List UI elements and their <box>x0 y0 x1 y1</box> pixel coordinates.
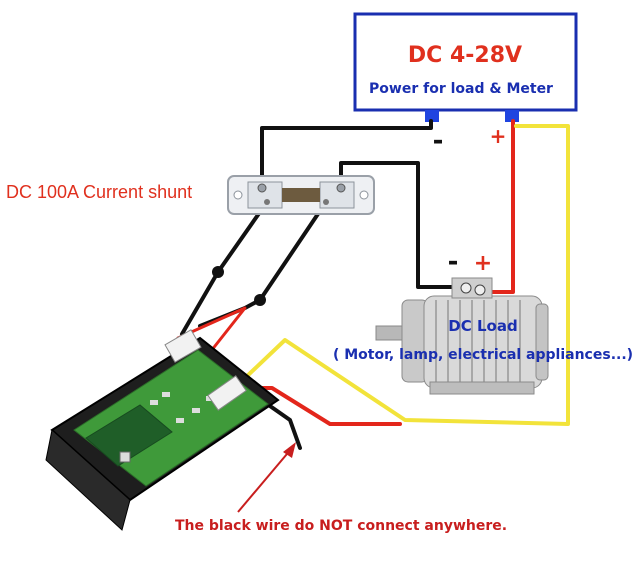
load-title: DC Load <box>448 317 517 335</box>
shunt-mount-hole <box>233 190 243 200</box>
shunt-mount-hole <box>359 190 369 200</box>
motor-base <box>429 381 535 395</box>
shunt-resistor-element <box>282 188 320 202</box>
shunt-label: DC 100A Current shunt <box>6 182 192 202</box>
shunt-sense-screw <box>323 199 329 205</box>
wire-black-shunt-sense-right <box>198 200 328 328</box>
shunt-screw <box>257 183 267 193</box>
power-minus-sign: - <box>433 126 444 156</box>
meter-potentiometer <box>119 451 131 463</box>
meter-connector-voltage <box>207 375 247 411</box>
shunt-screw <box>336 183 346 193</box>
meter-connector-current <box>164 329 202 363</box>
power-supply-title: DC 4-28V <box>408 43 522 68</box>
power-supply: DC 4-28V Power for load & Meter - + <box>353 12 578 156</box>
wire-yellow-power-to-meter <box>243 124 570 426</box>
load-minus-sign: - <box>448 247 459 277</box>
meter-front-bezel <box>45 429 131 531</box>
dc-load <box>375 277 549 395</box>
note-text: The black wire do NOT connect anywhere. <box>175 518 507 534</box>
power-terminal-positive <box>505 110 519 122</box>
load-terminal-positive <box>474 284 486 296</box>
current-shunt <box>227 175 375 215</box>
note-arrow <box>237 442 296 513</box>
power-plus-sign: + <box>490 124 507 148</box>
load-terminal-negative <box>460 282 472 294</box>
junction-dot <box>254 294 266 306</box>
load-plus-sign: + <box>474 251 492 276</box>
wires <box>176 119 570 450</box>
junction-dot <box>212 266 224 278</box>
motor-terminal-box <box>451 277 493 299</box>
wire-black-power-to-shunt <box>260 119 433 188</box>
wire-red-sense <box>176 306 247 367</box>
power-supply-subtitle: Power for load & Meter <box>369 81 553 97</box>
wire-black-shunt-to-load <box>339 161 466 289</box>
shunt-sense-screw <box>264 199 270 205</box>
motor-rear-cap <box>535 303 549 381</box>
power-terminal-negative <box>425 110 439 122</box>
motor-fins <box>435 300 521 384</box>
load-subtitle: ( Motor, lamp, electrical appliances...) <box>333 347 633 363</box>
panel-meter <box>45 329 280 531</box>
meter-display <box>85 404 173 467</box>
power-supply-box <box>353 12 578 112</box>
